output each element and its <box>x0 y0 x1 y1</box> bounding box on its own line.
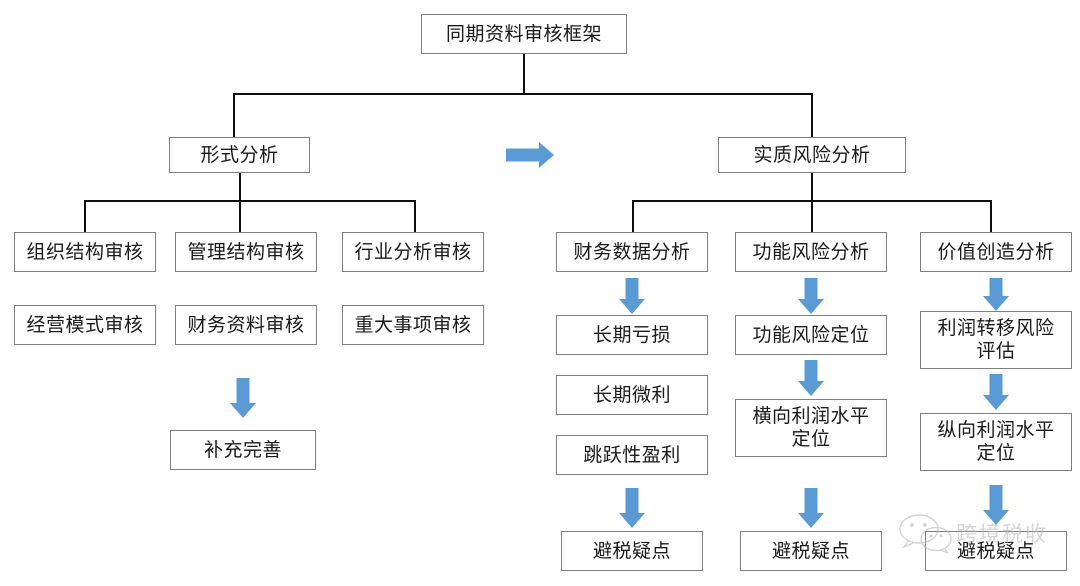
node-col1-step1[interactable]: 长期亏损 <box>556 315 708 355</box>
node-formal-analysis[interactable]: 形式分析 <box>169 137 310 173</box>
node-col3-outcome[interactable]: 避税疑点 <box>925 531 1067 571</box>
node-col3-step1[interactable]: 利润转移风险 评估 <box>920 311 1072 369</box>
node-col2-head[interactable]: 功能风险分析 <box>735 232 887 272</box>
arrow-col3-step1-to-step2 <box>983 374 1009 410</box>
connector-right-to-c1 <box>632 200 634 232</box>
node-col3-step2[interactable]: 纵向利润水平 定位 <box>920 413 1072 471</box>
connector-root-to-right <box>811 93 813 137</box>
node-col1-step3[interactable]: 跳跃性盈利 <box>556 435 708 475</box>
arrow-left-to-outcome <box>230 378 256 418</box>
transition-right-arrow <box>506 141 554 169</box>
connector-root-bus <box>233 93 813 95</box>
connector-left-stem <box>239 173 241 201</box>
connector-left-bus <box>84 200 415 202</box>
arrow-col2-head-to-step1 <box>798 278 824 314</box>
connector-left-to-c3 <box>414 200 416 232</box>
node-col3-head[interactable]: 价值创造分析 <box>920 232 1072 272</box>
connector-right-to-c3 <box>990 200 992 232</box>
connector-root-to-left <box>233 93 235 137</box>
node-left-r2-c2[interactable]: 财务资料审核 <box>175 305 317 345</box>
arrow-col2-step1-to-step2 <box>798 360 824 396</box>
node-left-r2-c3[interactable]: 重大事项审核 <box>342 305 484 345</box>
node-col1-outcome[interactable]: 避税疑点 <box>561 531 703 571</box>
node-col2-step2[interactable]: 横向利润水平 定位 <box>735 399 887 457</box>
arrow-col1-to-outcome <box>619 488 645 528</box>
arrow-col3-to-outcome <box>983 485 1009 525</box>
node-left-r1-c2[interactable]: 管理结构审核 <box>175 232 317 272</box>
arrow-col3-head-to-step1 <box>983 278 1009 311</box>
node-col2-step1[interactable]: 功能风险定位 <box>735 315 887 355</box>
node-left-r2-c1[interactable]: 经营模式审核 <box>14 305 156 345</box>
node-col1-step2[interactable]: 长期微利 <box>556 375 708 415</box>
arrow-col2-to-outcome <box>798 488 824 528</box>
connector-left-to-c2 <box>239 200 241 232</box>
node-left-r1-c3[interactable]: 行业分析审核 <box>342 232 484 272</box>
node-left-r1-c1[interactable]: 组织结构审核 <box>14 232 156 272</box>
node-left-outcome[interactable]: 补充完善 <box>170 430 316 470</box>
connector-root-stem <box>523 54 525 94</box>
node-col1-head[interactable]: 财务数据分析 <box>556 232 708 272</box>
arrow-col1-head-to-step1 <box>619 278 645 314</box>
connector-right-stem <box>811 173 813 201</box>
node-root[interactable]: 同期资料审核框架 <box>421 14 627 54</box>
node-substantive-risk-analysis[interactable]: 实质风险分析 <box>718 137 906 173</box>
node-col2-outcome[interactable]: 避税疑点 <box>740 531 882 571</box>
connector-right-to-c2 <box>811 200 813 232</box>
connector-left-to-c1 <box>84 200 86 232</box>
